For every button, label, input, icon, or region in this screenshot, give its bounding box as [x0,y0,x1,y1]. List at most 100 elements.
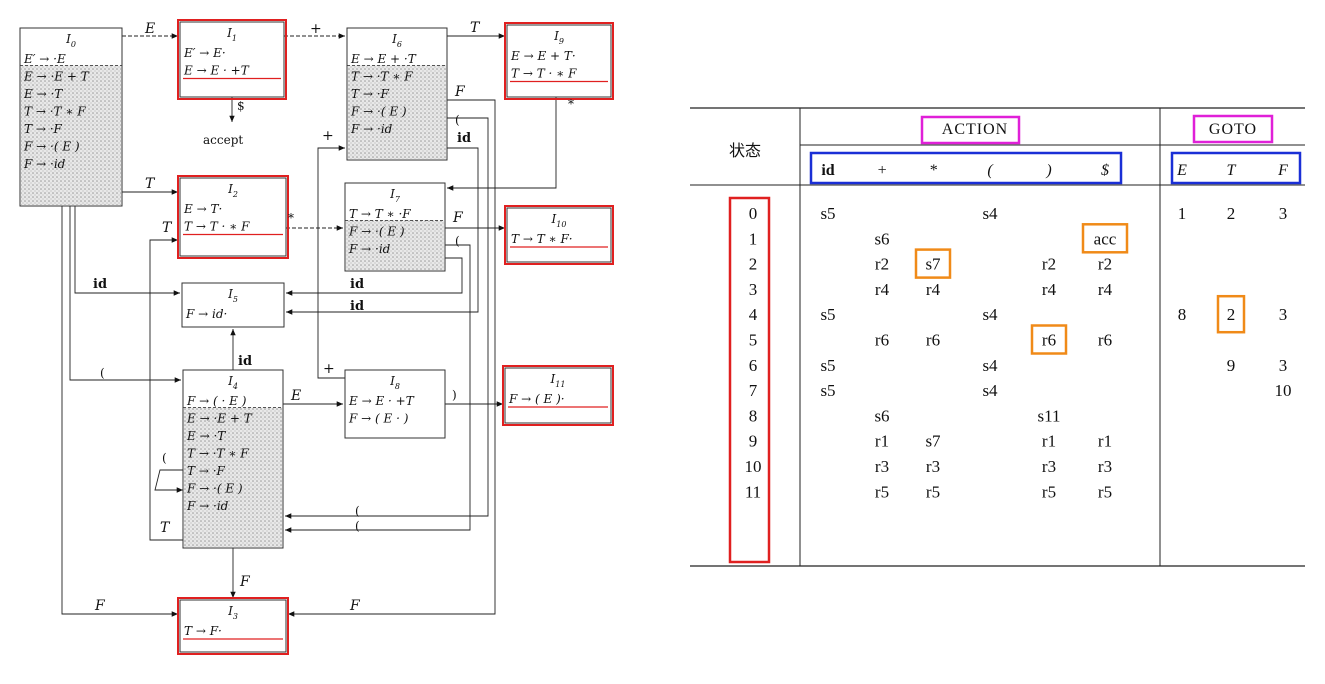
edge-label: * [288,211,294,225]
action-cell: r2 [1042,255,1056,274]
edge-label: ( [455,113,460,127]
state-i2: I2E → T·T → T · ∗ F [177,175,289,259]
edge-label: F [349,598,361,614]
edge-label: E [290,388,301,404]
state-title: I10 [551,212,567,229]
goto-cell: 3 [1279,204,1288,223]
action-cell: s4 [982,204,998,223]
red-highlight-box [502,365,614,426]
action-header-highlight [920,115,1021,145]
edge-label: $ [237,99,245,113]
goto-cell: 1 [1178,204,1187,223]
state-i0: I0E′ → ·EE → ·E + TE → ·TT → ·T ∗ FT → ·… [19,27,123,207]
action-cell: r3 [875,457,889,476]
transition-arrow [285,244,471,533]
state-title: I4 [227,374,238,391]
state-number: 5 [749,331,758,350]
state-i4: I4F → ( · E )E → ·E + TE → ·TT → ·T ∗ FT… [182,369,284,549]
action-cell: s4 [982,356,998,375]
action-header: ACTION [942,121,1008,138]
action-cell: r5 [1098,482,1112,501]
action-cell: r3 [1042,457,1056,476]
action-cell: r2 [1098,255,1112,274]
red-highlight-box [177,175,289,259]
state-number: 7 [749,381,758,400]
state-i8: I8E → E · +TF → ( E · ) [344,369,446,439]
transition-arrow [286,147,479,315]
edge-label: F [239,574,251,590]
transition-arrow [447,97,557,191]
edge-label: ( [355,504,360,518]
lr-automaton-diagram: I0E′ → ·EE → ·E + TE → ·TT → ·T ∗ FT → ·… [19,19,614,655]
state-i3: I3T → F· [177,597,289,655]
lr-item: E → T· [183,202,222,216]
lr-item: T → ·F [24,122,63,136]
goto-column-header: E [1176,162,1187,179]
lr-item: F → ·( E ) [348,225,405,239]
lr-item: T → ·T ∗ F [24,105,86,119]
state-number: 3 [749,280,758,299]
lr-item: F → ( · E ) [186,394,247,408]
transition-arrow [288,99,496,617]
action-cell: r4 [926,280,941,299]
red-highlight-box [504,205,614,265]
lr-item: F → ( E )· [508,392,565,406]
state-number: 4 [749,305,758,324]
lr-item: T → ·F [187,464,226,478]
action-cell: r1 [875,432,889,451]
state-number: 11 [745,482,761,501]
state-title: I1 [226,26,237,43]
red-highlight-box [177,597,289,655]
lr-item: E′ → E· [183,46,226,60]
edge-label: T [160,520,171,536]
edge-label: F [454,84,466,100]
action-cell: s5 [820,204,835,223]
action-cell: r6 [1098,331,1112,350]
state-number: 1 [749,229,758,248]
orange-highlight-box [1216,294,1246,334]
edge-label: + [322,128,334,144]
action-cell: r6 [926,331,940,350]
edge-label: T [470,20,481,36]
state-column-highlight [728,196,771,564]
edge-label: id [350,277,364,292]
lr-item: E → E + T· [510,49,576,63]
action-cell: s7 [925,432,941,451]
transition-arrow [154,469,183,493]
state-title: I5 [227,287,238,304]
edge-label: E [144,21,155,37]
goto-cell: 3 [1279,356,1288,375]
lr-item: T → T ∗ F· [511,232,573,246]
action-cell: s5 [820,305,835,324]
transition-arrow [61,206,178,617]
lr-item: E → ·E + T [23,70,90,84]
action-column-header: $ [1101,162,1109,179]
goto-cell: 8 [1178,305,1187,324]
lr-item: F → ·id [348,242,391,256]
goto-cell: 2 [1227,305,1236,324]
action-cell: acc [1094,229,1117,248]
lr-item: T → ·T ∗ F [187,447,249,461]
transition-edges [61,33,557,617]
orange-highlight-box [1081,223,1129,254]
edge-label: * [568,97,574,111]
state-i5: I5F → id· [181,282,285,328]
action-cell: r4 [1098,280,1113,299]
lr-item: E → E · +T [183,64,250,78]
edge-label: F [452,210,464,226]
transition-arrow [317,145,345,379]
action-cell: r3 [1098,457,1112,476]
lr-item: E → E · +T [348,394,415,408]
lr-item: T → F· [184,624,222,638]
goto-column-header: T [1227,162,1237,179]
